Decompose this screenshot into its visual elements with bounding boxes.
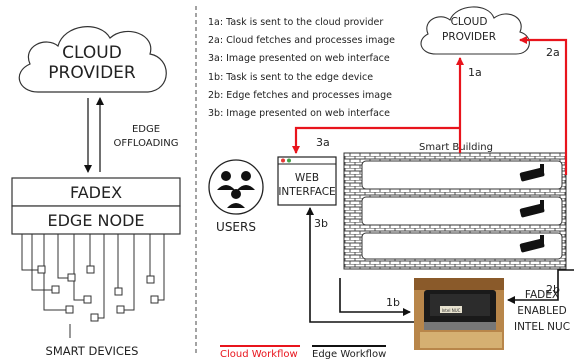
smart-device-node xyxy=(86,265,95,274)
left-cloud-shape xyxy=(18,26,167,93)
label-1b: 1b xyxy=(386,296,400,309)
legend-cloud-workflow: Cloud Workflow xyxy=(220,349,298,360)
right-cloud-shape xyxy=(420,6,530,55)
right-cloud: CLOUD PROVIDER xyxy=(420,6,530,55)
smart-device-node xyxy=(150,295,159,304)
camera-icon xyxy=(519,164,545,182)
smart-device-node xyxy=(83,295,92,304)
window-dot-icon xyxy=(281,158,285,163)
intel-nuc-photo: Intel NUC xyxy=(414,278,504,350)
building-floor xyxy=(361,196,563,226)
web-interface-label-line2: INTERFACE xyxy=(278,186,335,198)
legend: Cloud Workflow Edge Workflow xyxy=(220,345,386,360)
building-floor xyxy=(361,232,563,260)
arrow-3b xyxy=(306,207,414,323)
label-1a: 1a xyxy=(468,66,482,79)
right-cloud-label-line1: CLOUD xyxy=(451,16,488,28)
step-2b: 2b: Edge fetches and processes image xyxy=(208,90,392,101)
legend-edge-workflow: Edge Workflow xyxy=(312,349,386,360)
left-cloud-label-line2: PROVIDER xyxy=(48,63,136,83)
smart-devices-label: SMART DEVICES xyxy=(46,344,139,358)
fadex-box xyxy=(11,177,181,207)
step-2a: 2a: Cloud fetches and processes image xyxy=(208,35,395,46)
left-cloud: CLOUD PROVIDER xyxy=(18,26,167,93)
step-3b: 3b: Image presented on web interface xyxy=(208,108,390,119)
web-interface-label-line1: WEB xyxy=(295,172,319,184)
label-3a: 3a xyxy=(316,136,330,149)
arrow-1b xyxy=(339,278,411,316)
label-2b: 2b xyxy=(546,283,560,296)
step-list: 1a: Task is sent to the cloud provider 2… xyxy=(208,17,395,119)
step-3a: 3a: Image presented on web interface xyxy=(208,53,390,64)
web-interface-window: WEB INTERFACE xyxy=(277,156,337,206)
smart-device-node xyxy=(116,305,125,314)
smart-device-node xyxy=(51,285,60,294)
smart-device-node xyxy=(67,273,76,282)
edge-node-label: EDGE NODE xyxy=(47,211,144,230)
fadex-nuc-label-line1: FADEX xyxy=(525,289,559,301)
fadex-nuc-label-line2: ENABLED xyxy=(517,305,566,317)
right-cloud-label-line2: PROVIDER xyxy=(442,31,496,43)
smart-device-node xyxy=(146,275,155,284)
fadex-nuc-label-line3: INTEL NUC xyxy=(514,321,570,333)
camera-icon xyxy=(519,200,545,218)
smart-device-node xyxy=(65,305,74,314)
smart-device-wires xyxy=(21,234,165,319)
smart-device-node xyxy=(37,265,46,274)
smart-device-node xyxy=(90,313,99,322)
arrow-2a xyxy=(519,36,568,175)
left-cloud-label-line1: CLOUD xyxy=(62,43,122,63)
step-1a: 1a: Task is sent to the cloud provider xyxy=(208,17,383,28)
camera-icon xyxy=(519,235,545,253)
cloud-workflow-arrows xyxy=(292,36,568,175)
label-2a: 2a xyxy=(546,46,560,59)
edge-workflow-arrows xyxy=(306,207,574,323)
arrow-2b xyxy=(507,269,574,304)
window-dot-icon xyxy=(287,158,291,163)
offload-label-line1: EDGE xyxy=(132,124,160,135)
fadex-label: FADEX xyxy=(70,183,122,202)
step-1b: 1b: Task is sent to the edge device xyxy=(208,72,373,83)
arrow-3a xyxy=(292,126,460,154)
nuc-label: Intel NUC xyxy=(442,308,461,313)
smart-device-nodes xyxy=(37,265,159,322)
offload-label-line2: OFFLOADING xyxy=(113,138,178,149)
users-icon xyxy=(208,159,264,215)
smart-building-label: Smart Building xyxy=(419,142,493,153)
building-floor xyxy=(361,160,563,190)
edge-node-box xyxy=(11,205,181,235)
users-label: USERS xyxy=(216,220,256,234)
label-3b: 3b xyxy=(314,217,328,230)
smart-device-node xyxy=(114,287,123,296)
